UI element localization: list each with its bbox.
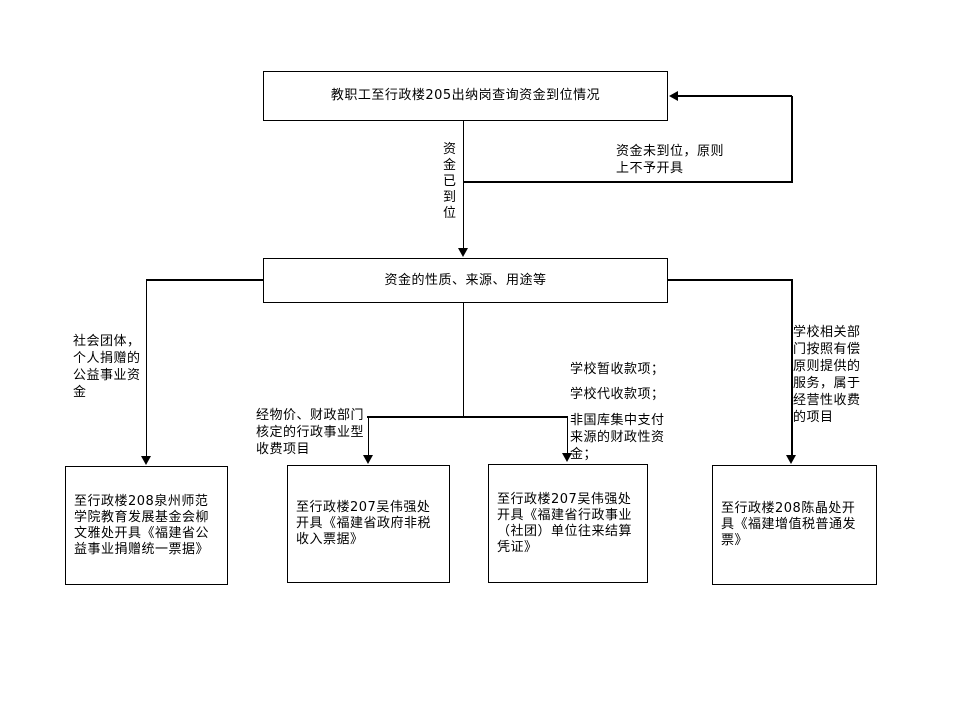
connector-branch2-v	[367, 416, 369, 455]
arrowhead-down-decision-icon	[458, 248, 468, 257]
connector-return-right	[791, 95, 793, 183]
connector-branch4-v	[791, 279, 793, 455]
funds-not-arrived-label: 资金未到位，原则 上不予开具	[616, 144, 725, 176]
arrowhead-down-branch1-icon	[141, 456, 151, 465]
vat-invoice-node: 至行政楼208陈晶处开 具《福建增值税普通发 票》	[712, 465, 877, 585]
arrowhead-left-icon	[669, 90, 678, 101]
donation-receipt-node: 至行政楼208泉州师范 学院教育发展基金会柳 文雅处开具《福建省公 益事业捐赠统…	[65, 466, 228, 585]
connector-branch1-h	[145, 279, 264, 281]
temp-receipts-condition-label-2: 学校代收款项；	[570, 387, 665, 402]
arrowhead-down-branch2-icon	[363, 455, 373, 464]
settlement-voucher-label: 至行政楼207吴伟强处 开具《福建省行政事业 （社团）单位往来结算 凭证》	[497, 491, 633, 555]
temp-receipts-condition-label-3: 非国库集中支付 来源的财政性资 金；	[570, 413, 665, 462]
arrowhead-down-branch3-icon	[561, 453, 572, 462]
non-tax-receipt-label: 至行政楼207吴伟强处 开具《福建省政府非税 收入票据》	[296, 500, 432, 547]
connector-branch4-h	[668, 279, 792, 281]
arrowhead-down-branch4-icon	[786, 455, 796, 464]
donation-receipt-label: 至行政楼208泉州师范 学院教育发展基金会柳 文雅处开具《福建省公 益事业捐赠统…	[74, 493, 210, 557]
settlement-voucher-node: 至行政楼207吴伟强处 开具《福建省行政事业 （社团）单位往来结算 凭证》	[488, 464, 648, 583]
query-funds-label: 教职工至行政楼205出纳岗查询资金到位情况	[330, 88, 601, 103]
operating-condition-label: 学校相关部 门按照有偿 原则提供的 服务，属于 经营性收费 的项目	[793, 325, 861, 425]
donation-condition-label: 社会团体， 个人捐赠的 公益事业资 金	[73, 334, 141, 400]
connector-sub-h	[367, 416, 568, 418]
funds-arrived-label: 资 金 已 到 位	[443, 142, 457, 221]
temp-receipts-condition-label-1: 学校暂收款项；	[570, 362, 665, 377]
fund-nature-node: 资金的性质、来源、用途等	[263, 258, 668, 303]
connector-center-v	[462, 303, 464, 417]
connector-return-top	[677, 95, 792, 97]
fund-nature-label: 资金的性质、来源、用途等	[384, 272, 547, 288]
connector-branch1-v	[145, 279, 147, 456]
query-funds-node: 教职工至行政楼205出纳岗查询资金到位情况	[263, 71, 668, 121]
non-tax-receipt-node: 至行政楼207吴伟强处 开具《福建省政府非税 收入票据》	[287, 465, 450, 583]
vat-invoice-label: 至行政楼208陈晶处开 具《福建增值税普通发 票》	[721, 501, 857, 548]
admin-fee-condition-label: 经物价、财政部门 核定的行政事业型 收费项目	[256, 408, 365, 457]
connector-top-to-decision	[462, 121, 464, 248]
connector-branch3-v	[566, 416, 568, 454]
connector-return-bottom	[462, 181, 793, 183]
